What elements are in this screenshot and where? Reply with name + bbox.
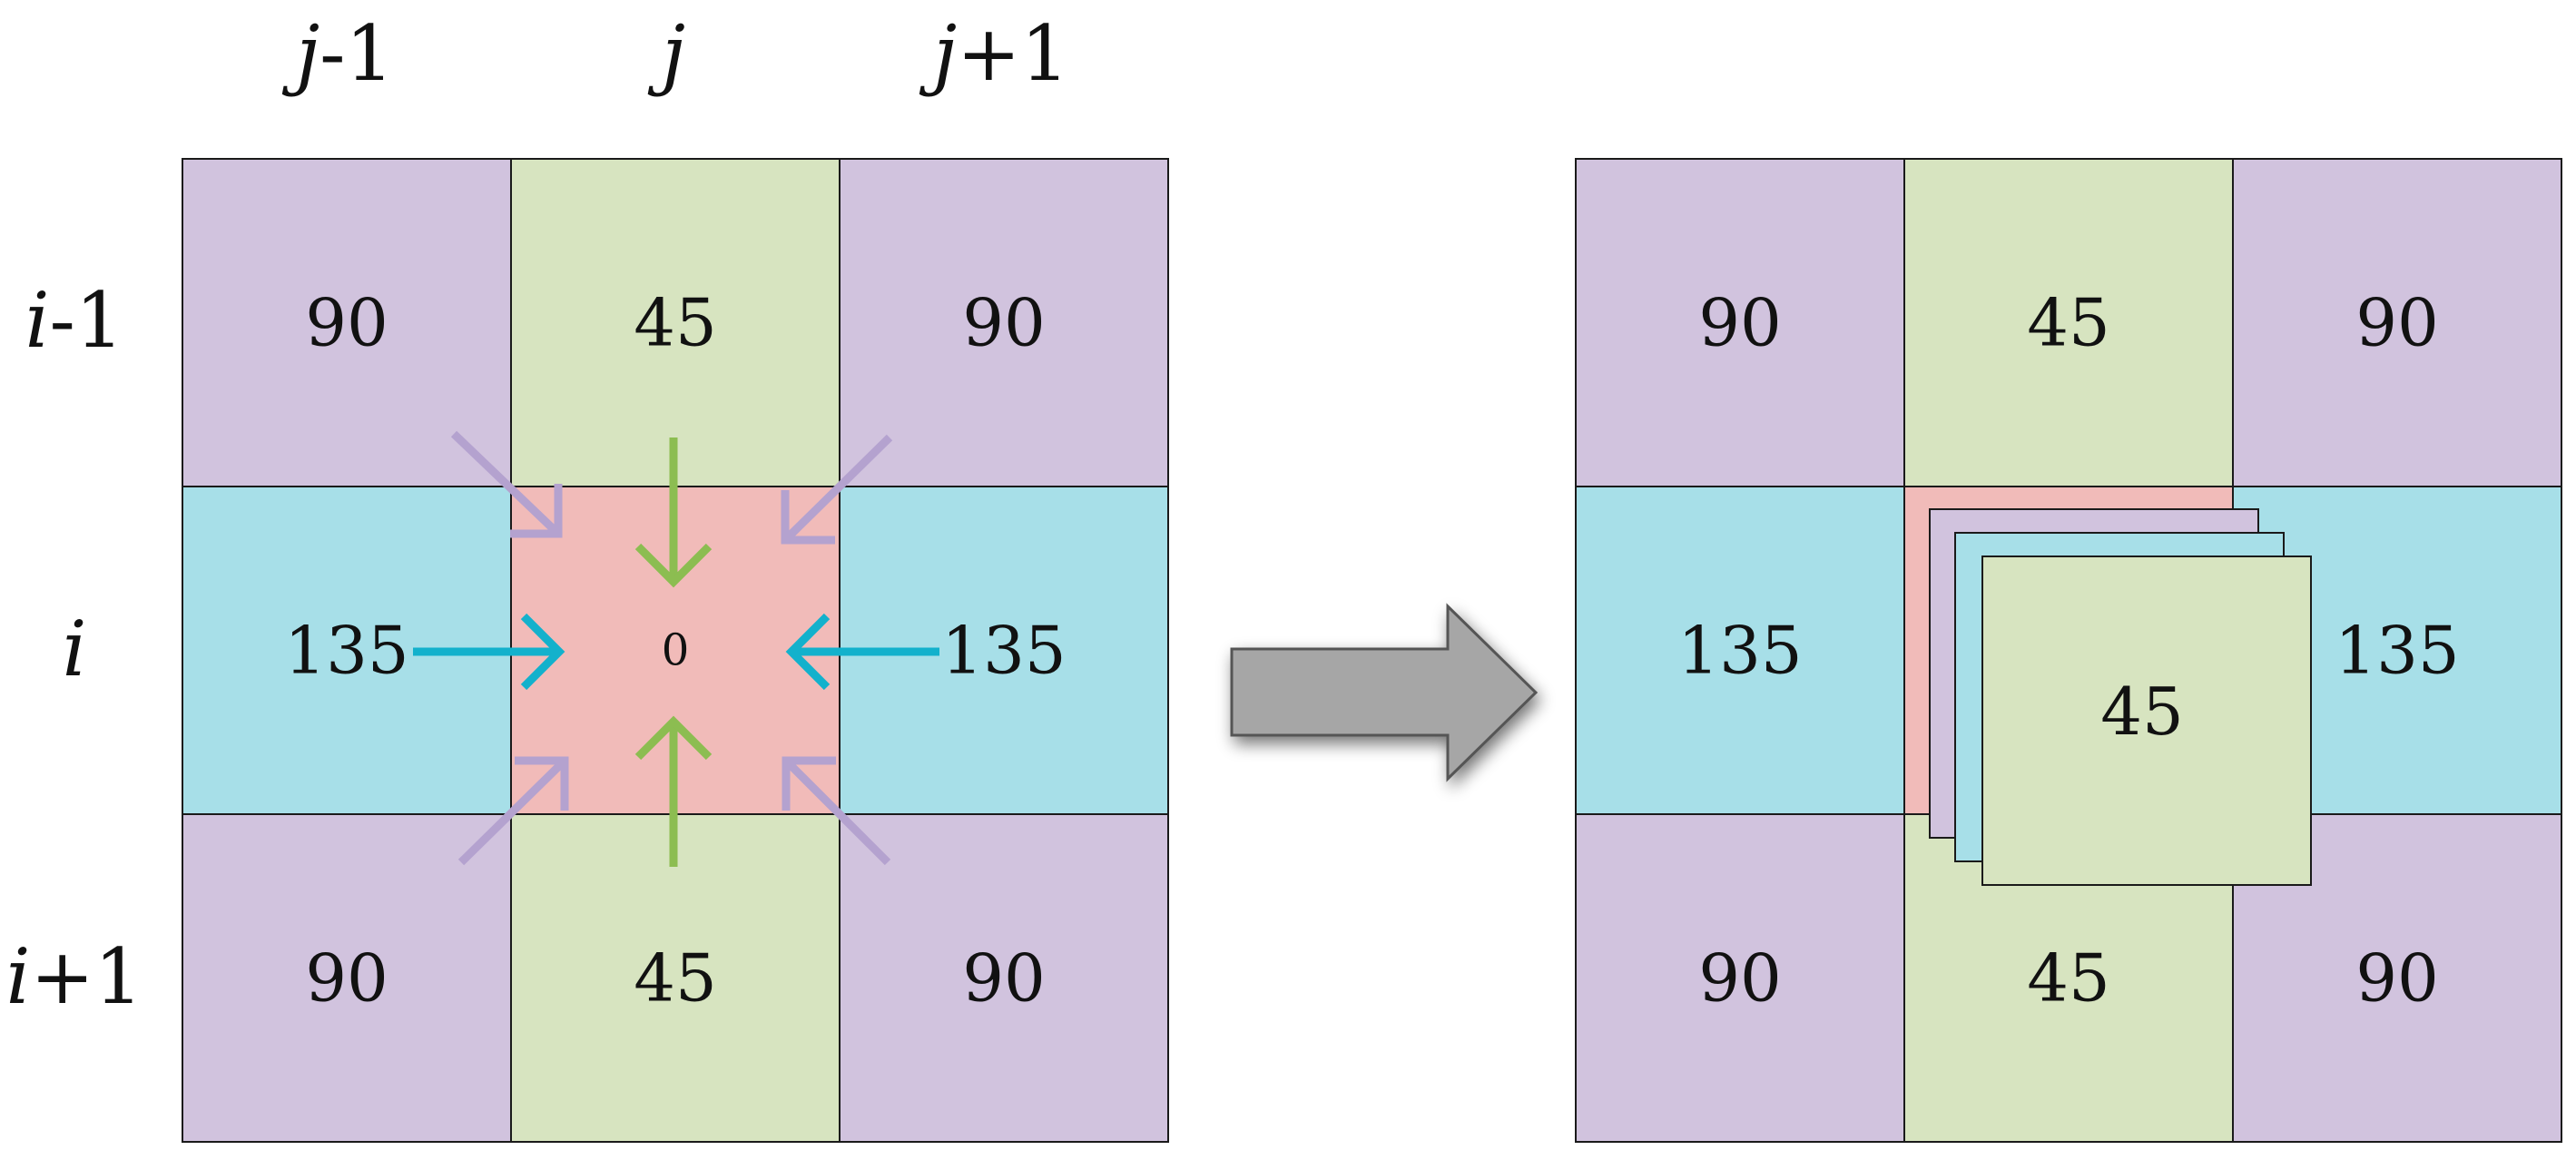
right-cell-value-r2-c1: 45 <box>2027 940 2110 1017</box>
right-cell-r0-c1 <box>1903 158 2234 487</box>
stacked-orientation-cards: 45 <box>1929 508 2312 886</box>
left-cell-value-r1-c0: 135 <box>284 613 408 689</box>
left-cell-value-r2-c0: 90 <box>305 940 388 1017</box>
left-cell-r2-c0 <box>182 813 512 1143</box>
right-cell-value-r1-c0: 135 <box>1677 613 1802 689</box>
left-cell-value-r1-c1: 0 <box>662 625 690 676</box>
right-cell-value-r1-c2: 135 <box>2335 613 2459 689</box>
col-label-j-plus-1: j+1 <box>919 9 1069 98</box>
arrow-from-bottom-left <box>457 756 569 866</box>
col-label-j-minus-1: j-1 <box>281 9 394 98</box>
right-cell-r0-c2 <box>2232 158 2562 487</box>
left-cell-value-r0-c1: 45 <box>634 285 717 361</box>
arrow-from-bottom-right <box>782 756 891 866</box>
transition-arrow <box>1230 603 1539 782</box>
right-cell-value-r0-c2: 90 <box>2355 285 2439 361</box>
right-cell-r2-c0 <box>1575 813 1905 1143</box>
right-cell-value-r0-c0: 90 <box>1698 285 1782 361</box>
right-cell-r1-c0 <box>1575 486 1905 815</box>
row-label-i: i <box>63 605 87 693</box>
left-cell-r0-c1 <box>510 158 841 487</box>
left-cell-value-r0-c0: 90 <box>305 285 388 361</box>
arrow-from-bottom <box>634 715 713 867</box>
col-label-j: j <box>647 9 685 98</box>
right-cell-r0-c0 <box>1575 158 1905 487</box>
right-cell-value-r2-c2: 90 <box>2355 940 2439 1017</box>
row-label-i-plus-1: i+1 <box>6 932 143 1021</box>
left-cell-value-r0-c2: 90 <box>962 285 1046 361</box>
left-cell-r0-c2 <box>839 158 1169 487</box>
stacked-card-green <box>1981 555 2312 886</box>
left-cell-value-r2-c2: 90 <box>962 940 1046 1017</box>
arrow-from-top-left <box>450 430 563 538</box>
left-neighborhood-grid: 90 45 90 135 0 135 90 45 90 <box>182 158 1169 1143</box>
right-cell-value-r0-c1: 45 <box>2027 285 2110 361</box>
inward-arrows <box>413 430 939 867</box>
row-label-i-minus-1: i-1 <box>25 276 124 365</box>
left-cell-value-r1-c2: 135 <box>941 613 1066 689</box>
left-cell-r2-c2 <box>839 813 1169 1143</box>
arrow-from-left <box>413 613 565 691</box>
stacked-card-value: 45 <box>2100 673 2184 750</box>
arrow-from-top <box>634 437 713 588</box>
arrow-from-right <box>785 613 939 691</box>
right-cell-value-r2-c0: 90 <box>1698 940 1782 1017</box>
arrow-from-top-right <box>781 434 893 545</box>
left-cell-r2-c1 <box>510 813 841 1143</box>
left-cell-value-r2-c1: 45 <box>634 940 717 1017</box>
